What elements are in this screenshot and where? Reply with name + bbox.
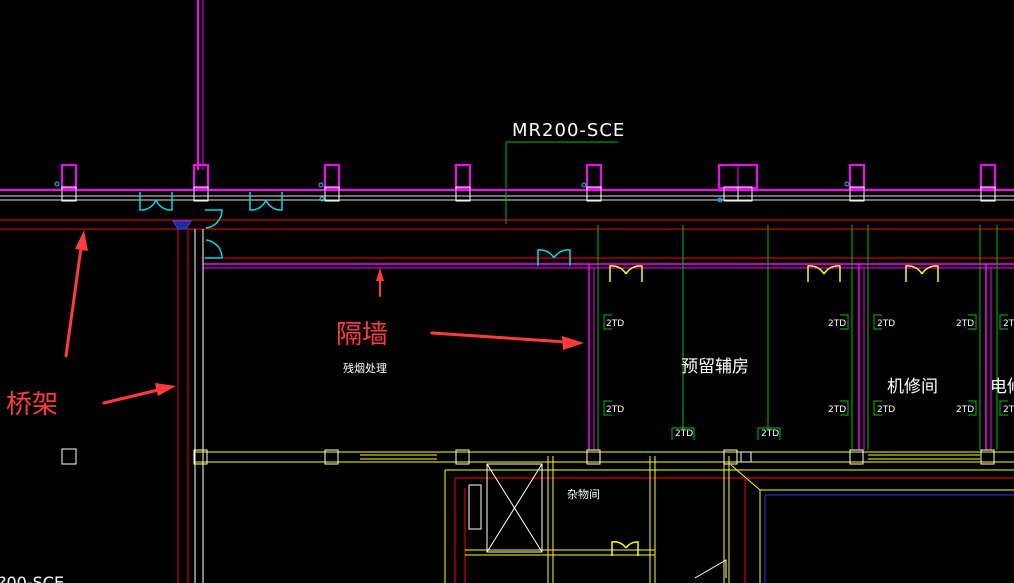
column	[61, 164, 77, 202]
yellow-doors	[609, 265, 939, 556]
svg-text:2TD: 2TD	[828, 319, 846, 329]
arrow-to-cable-tray-top	[64, 230, 88, 358]
door-symbol	[807, 265, 841, 282]
svg-text:2TD: 2TD	[1003, 405, 1014, 415]
svg-text:2TD: 2TD	[675, 429, 693, 439]
equipment-2td: 2TD	[828, 400, 849, 416]
room-label-residue: 残烟处理	[343, 361, 387, 375]
arrow-to-cable-tray-side	[102, 383, 176, 405]
svg-text:2TD: 2TD	[956, 405, 974, 415]
room-label-storage: 杂物间	[567, 487, 600, 501]
mr200-label: MR200-SCE	[512, 120, 625, 141]
mr200-label-cut: ?00-SCE	[0, 573, 64, 583]
equipment-2td: 2TD	[956, 314, 977, 330]
column	[980, 164, 996, 202]
white-wall-lines	[0, 195, 1014, 201]
svg-text:2TD: 2TD	[828, 405, 846, 415]
door-symbol	[205, 209, 223, 259]
annotation-cable-tray: 桥架	[6, 390, 58, 420]
equipment-2td-group: 2TD 2TD 2TD 2TD 2TD 2TD 2TD 2TD 2TD 2TD …	[603, 314, 1014, 440]
door-symbol	[905, 265, 939, 282]
arrow-to-partition-wall	[430, 331, 584, 350]
elevator-shaft	[468, 463, 543, 553]
door-symbol	[537, 249, 571, 266]
arrow-to-corridor-wall	[376, 268, 384, 297]
magenta-walls	[0, 0, 1014, 450]
room-label-machine-repair: 机修间	[887, 377, 938, 397]
equipment-2td: 2TD	[999, 314, 1014, 330]
equipment-2td: 2TD	[757, 427, 781, 440]
cyan-markers	[54, 181, 850, 203]
equipment-2td: 2TD	[671, 427, 695, 440]
door-symbol	[249, 192, 283, 211]
annotation-partition-wall: 隔墙	[336, 320, 388, 350]
green-risers	[597, 225, 998, 450]
stair-symbol	[694, 559, 727, 579]
leader-mr200	[505, 141, 618, 224]
equipment-2td: 2TD	[603, 314, 624, 330]
room-label-electrical: 电修	[990, 377, 1014, 397]
room-label-reserved-aux: 预留辅房	[681, 357, 749, 377]
column-double	[718, 164, 758, 202]
column	[193, 164, 209, 202]
door-symbol	[611, 541, 639, 556]
svg-text:2TD: 2TD	[956, 319, 974, 329]
junction-symbol	[172, 220, 192, 230]
svg-text:2TD: 2TD	[877, 319, 895, 329]
equipment-2td: 2TD	[603, 400, 624, 416]
door-symbol	[609, 265, 643, 282]
equipment-2td: 2TD	[873, 400, 895, 416]
equipment-2td: 2TD	[999, 400, 1014, 416]
column-bottom-row	[61, 448, 995, 465]
svg-text:2TD: 2TD	[606, 319, 624, 329]
column	[586, 164, 602, 202]
equipment-2td: 2TD	[873, 314, 895, 330]
column	[324, 164, 340, 202]
red-lines	[0, 219, 1014, 583]
cyan-doors	[139, 192, 571, 266]
column	[849, 164, 865, 202]
svg-text:2TD: 2TD	[877, 405, 895, 415]
column	[455, 164, 471, 202]
svg-text:2TD: 2TD	[761, 429, 779, 439]
yellow-walls	[195, 451, 1014, 583]
svg-text:2TD: 2TD	[1003, 319, 1014, 329]
equipment-2td: 2TD	[828, 314, 849, 330]
column-top-row	[61, 164, 996, 202]
white-structure	[194, 229, 204, 583]
equipment-2td: 2TD	[956, 400, 977, 416]
door-symbol	[139, 192, 173, 211]
svg-text:2TD: 2TD	[606, 405, 624, 415]
annotation-arrows	[64, 230, 584, 405]
